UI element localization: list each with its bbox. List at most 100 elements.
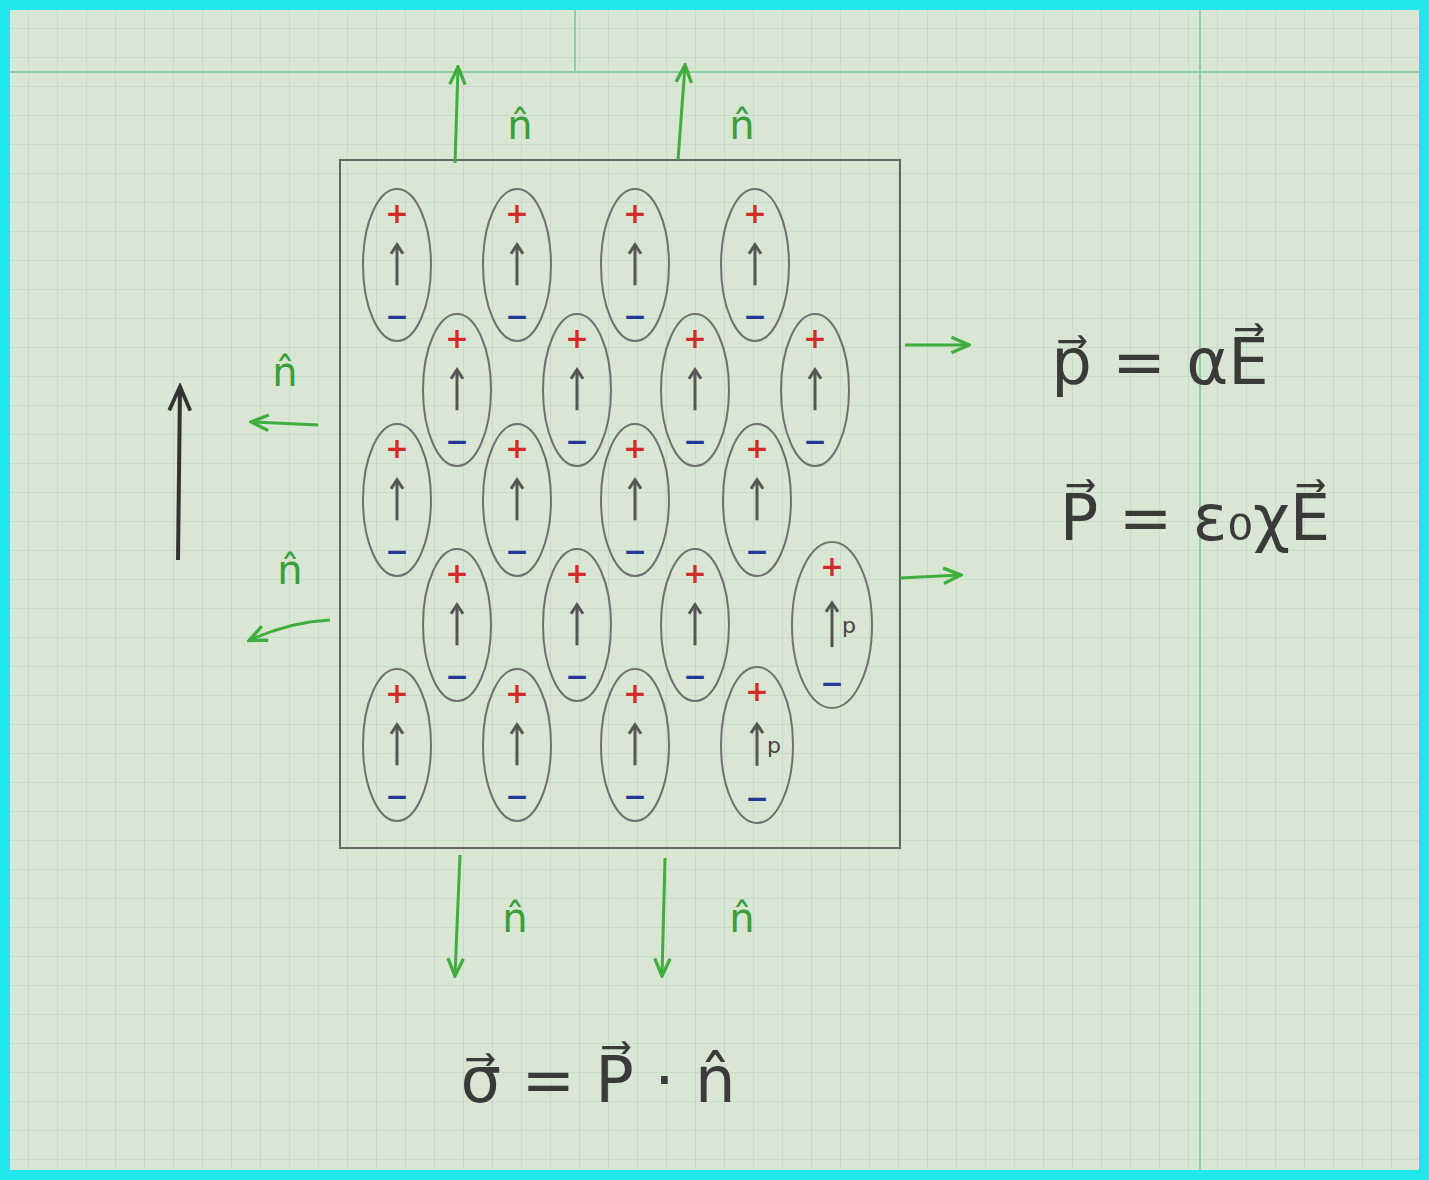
dipole-ellipse: +− <box>361 422 433 578</box>
ellipse-outline-path <box>601 189 669 341</box>
dipole-ellipse: +− <box>421 312 493 468</box>
frame <box>5 5 1424 1175</box>
positive-charge: + <box>820 552 843 583</box>
normal-arrows <box>250 66 968 975</box>
ellipse-outline-path <box>483 424 551 576</box>
label-anchor: p⃗ = αE⃗ <box>1051 324 1269 401</box>
label-anchor: σ⃗ = P⃗ · n̂ <box>460 1042 735 1119</box>
negative-charge: − <box>385 302 408 333</box>
normal-arrow <box>250 620 330 640</box>
dipole-ellipse: +p− <box>790 540 874 710</box>
normal-vector-label: n̂ <box>729 101 754 149</box>
positive-charge: + <box>565 324 588 355</box>
dipole-arrow <box>634 725 637 766</box>
dipole-ellipse: +− <box>659 312 731 468</box>
ellipse-outline-path <box>543 549 611 701</box>
ellipse-outline-path <box>781 314 849 466</box>
negative-charge: − <box>745 537 768 568</box>
dipole-ellipse: +− <box>599 187 671 343</box>
normal-arrow <box>900 575 960 578</box>
ellipse-outline-path <box>483 189 551 341</box>
positive-charge: + <box>505 679 528 710</box>
negative-charge: − <box>565 427 588 458</box>
negative-charge: − <box>505 537 528 568</box>
positive-charge: + <box>505 434 528 465</box>
negative-charge: − <box>385 537 408 568</box>
positive-charge: + <box>623 199 646 230</box>
positive-charge: + <box>385 434 408 465</box>
dipole-ellipse: +p− <box>719 665 795 825</box>
dipole-arrowhead <box>809 370 821 379</box>
dipole-arrow <box>456 370 459 411</box>
dipole-arrowhead <box>511 480 523 489</box>
positive-charge: + <box>445 324 468 355</box>
dipole-arrowhead <box>826 603 838 612</box>
dipole-arrowhead <box>629 245 641 254</box>
dipole-arrow <box>756 480 759 521</box>
ellipse-outline-path <box>721 189 789 341</box>
dipole-arrow <box>456 605 459 646</box>
dipole-arrow <box>754 245 757 286</box>
dipole-ellipse: +− <box>599 667 671 823</box>
dipole-arrowhead <box>511 245 523 254</box>
positive-charge: + <box>743 199 766 230</box>
negative-charge: − <box>385 782 408 813</box>
dielectric-slab <box>340 160 900 848</box>
dipole-arrowhead <box>689 605 701 614</box>
normal-arrow <box>455 855 460 975</box>
dipole-arrow <box>516 480 519 521</box>
dipole-arrowhead <box>451 605 463 614</box>
dipole-ellipse: +− <box>481 422 553 578</box>
dipole-arrow <box>516 725 519 766</box>
dipole-ellipse: +− <box>779 312 851 468</box>
dipole-arrowhead <box>629 480 641 489</box>
dipole-arrow <box>396 725 399 766</box>
dipole-arrow <box>634 480 637 521</box>
negative-charge: − <box>623 782 646 813</box>
ellipse-outline-path <box>601 669 669 821</box>
normal-vector-label: n̂ <box>729 894 754 942</box>
label-anchor: n̂ <box>507 101 532 149</box>
ellipse-outline-path <box>661 549 729 701</box>
negative-charge: − <box>745 784 768 815</box>
negative-charge: − <box>505 302 528 333</box>
dipole-ellipse: +− <box>599 422 671 578</box>
normal-vector-label: n̂ <box>272 348 297 396</box>
dipole-arrowhead <box>391 725 403 734</box>
ellipse-outline-path <box>792 542 872 708</box>
dipole-arrow <box>694 605 697 646</box>
normal-vector-label: n̂ <box>277 546 302 594</box>
label-anchor: n̂ <box>277 546 302 594</box>
dipole-ellipse: +− <box>361 667 433 823</box>
dipole-arrow <box>634 245 637 286</box>
negative-charge: − <box>743 302 766 333</box>
equation: p⃗ = αE⃗ <box>1051 324 1269 401</box>
normal-arrow <box>252 422 318 425</box>
equation: σ⃗ = P⃗ · n̂ <box>460 1042 735 1119</box>
normal-arrow <box>678 66 685 160</box>
negative-charge: − <box>445 662 468 693</box>
dipole-arrow <box>831 603 834 647</box>
grid-major-line <box>1199 5 1201 1175</box>
dipole-moment-label: p <box>767 734 781 758</box>
dipole-arrowhead <box>749 245 761 254</box>
label-anchor: n̂ <box>729 894 754 942</box>
positive-charge: + <box>745 434 768 465</box>
dipole-arrow <box>694 370 697 411</box>
dipole-arrowhead <box>391 480 403 489</box>
dipole-ellipse: +− <box>541 312 613 468</box>
grid-major-line <box>10 71 1420 73</box>
equation: P⃗ = ε₀χE⃗ <box>1060 480 1331 557</box>
label-anchor: n̂ <box>502 894 527 942</box>
dipole-arrowhead <box>511 725 523 734</box>
dipole-arrow <box>396 245 399 286</box>
dipole-arrowhead <box>751 724 763 733</box>
negative-charge: − <box>803 427 826 458</box>
positive-charge: + <box>623 679 646 710</box>
dipole-arrowhead <box>629 725 641 734</box>
dipole-arrow <box>516 245 519 286</box>
